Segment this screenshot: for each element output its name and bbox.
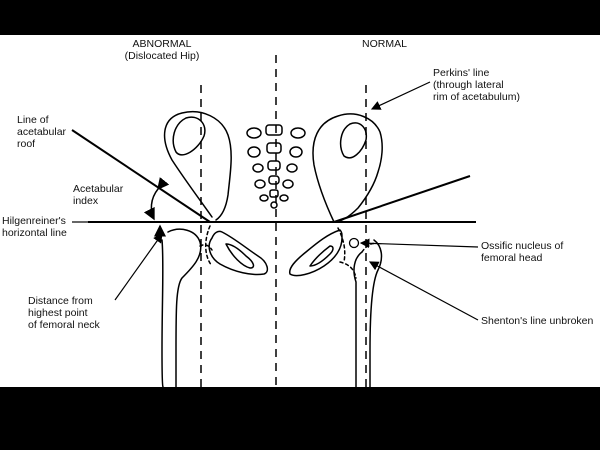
acetabular-index-label-line-1: Acetabular (73, 183, 124, 195)
hip-dysplasia-diagram: ABNORMAL (Dislocated Hip) NORMAL Perkins… (0, 35, 600, 387)
ossific-nucleus (348, 237, 360, 249)
abnormal-heading-sub: (Dislocated Hip) (124, 50, 200, 62)
acetabular-index-label: Acetabular index (73, 183, 123, 207)
distance-label-line-3: of femoral neck (28, 319, 100, 331)
acetabular-roof-line-normal (333, 175, 471, 223)
acetabular-roof-label-line-3: roof (17, 138, 36, 150)
ossific-nucleus-label-line-2: femoral head (481, 252, 543, 264)
right-femur (353, 239, 383, 387)
normal-heading: NORMAL (362, 38, 407, 50)
left-femur (161, 228, 213, 387)
acetabular-index-arc (143, 177, 170, 221)
perkins-label-line-1: Perkins' line (433, 67, 490, 79)
abnormal-heading: ABNORMAL (Dislocated Hip) (118, 38, 206, 62)
shentons-line (339, 261, 357, 279)
acetabular-roof-label-line-1: Line of (17, 114, 49, 126)
acetabular-roof-label: Line of acetabular roof (17, 114, 66, 150)
pelvis-drawing (71, 55, 479, 387)
left-ischium (205, 225, 269, 276)
distance-label: Distance from highest point of femoral n… (28, 295, 100, 331)
ossific-nucleus-label: Ossific nucleus of femoral head (481, 240, 563, 264)
right-ilium (312, 113, 383, 223)
perkins-label-line-2: (through lateral (433, 79, 504, 91)
distance-label-line-1: Distance from (28, 295, 93, 307)
distance-leader (114, 233, 163, 301)
acetabular-index-label-line-2: index (73, 195, 99, 207)
hilgenreiner-label-line-1: Hilgenreiner's (2, 215, 66, 227)
distance-label-line-2: highest point (28, 307, 88, 319)
sacrum (246, 124, 306, 209)
abnormal-heading-title: ABNORMAL (132, 38, 192, 50)
shenton-leader (368, 261, 479, 321)
shenton-label: Shenton's line unbroken (481, 315, 594, 327)
perkins-leader (370, 81, 431, 110)
perkins-label-line-3: rim of acetabulum) (433, 91, 520, 103)
acetabular-roof-line-abnormal (71, 129, 211, 223)
ossific-nucleus-label-line-1: Ossific nucleus of (481, 240, 564, 252)
hilgenreiner-label: Hilgenreiner's horizontal line (2, 215, 67, 239)
right-ischium (288, 227, 346, 277)
left-ilium (163, 111, 232, 221)
perkins-label: Perkins' line (through lateral rim of ac… (433, 67, 520, 103)
ossific-leader (359, 238, 479, 249)
hilgenreiner-label-line-2: horizontal line (2, 227, 67, 239)
acetabular-roof-label-line-2: acetabular (17, 126, 67, 138)
